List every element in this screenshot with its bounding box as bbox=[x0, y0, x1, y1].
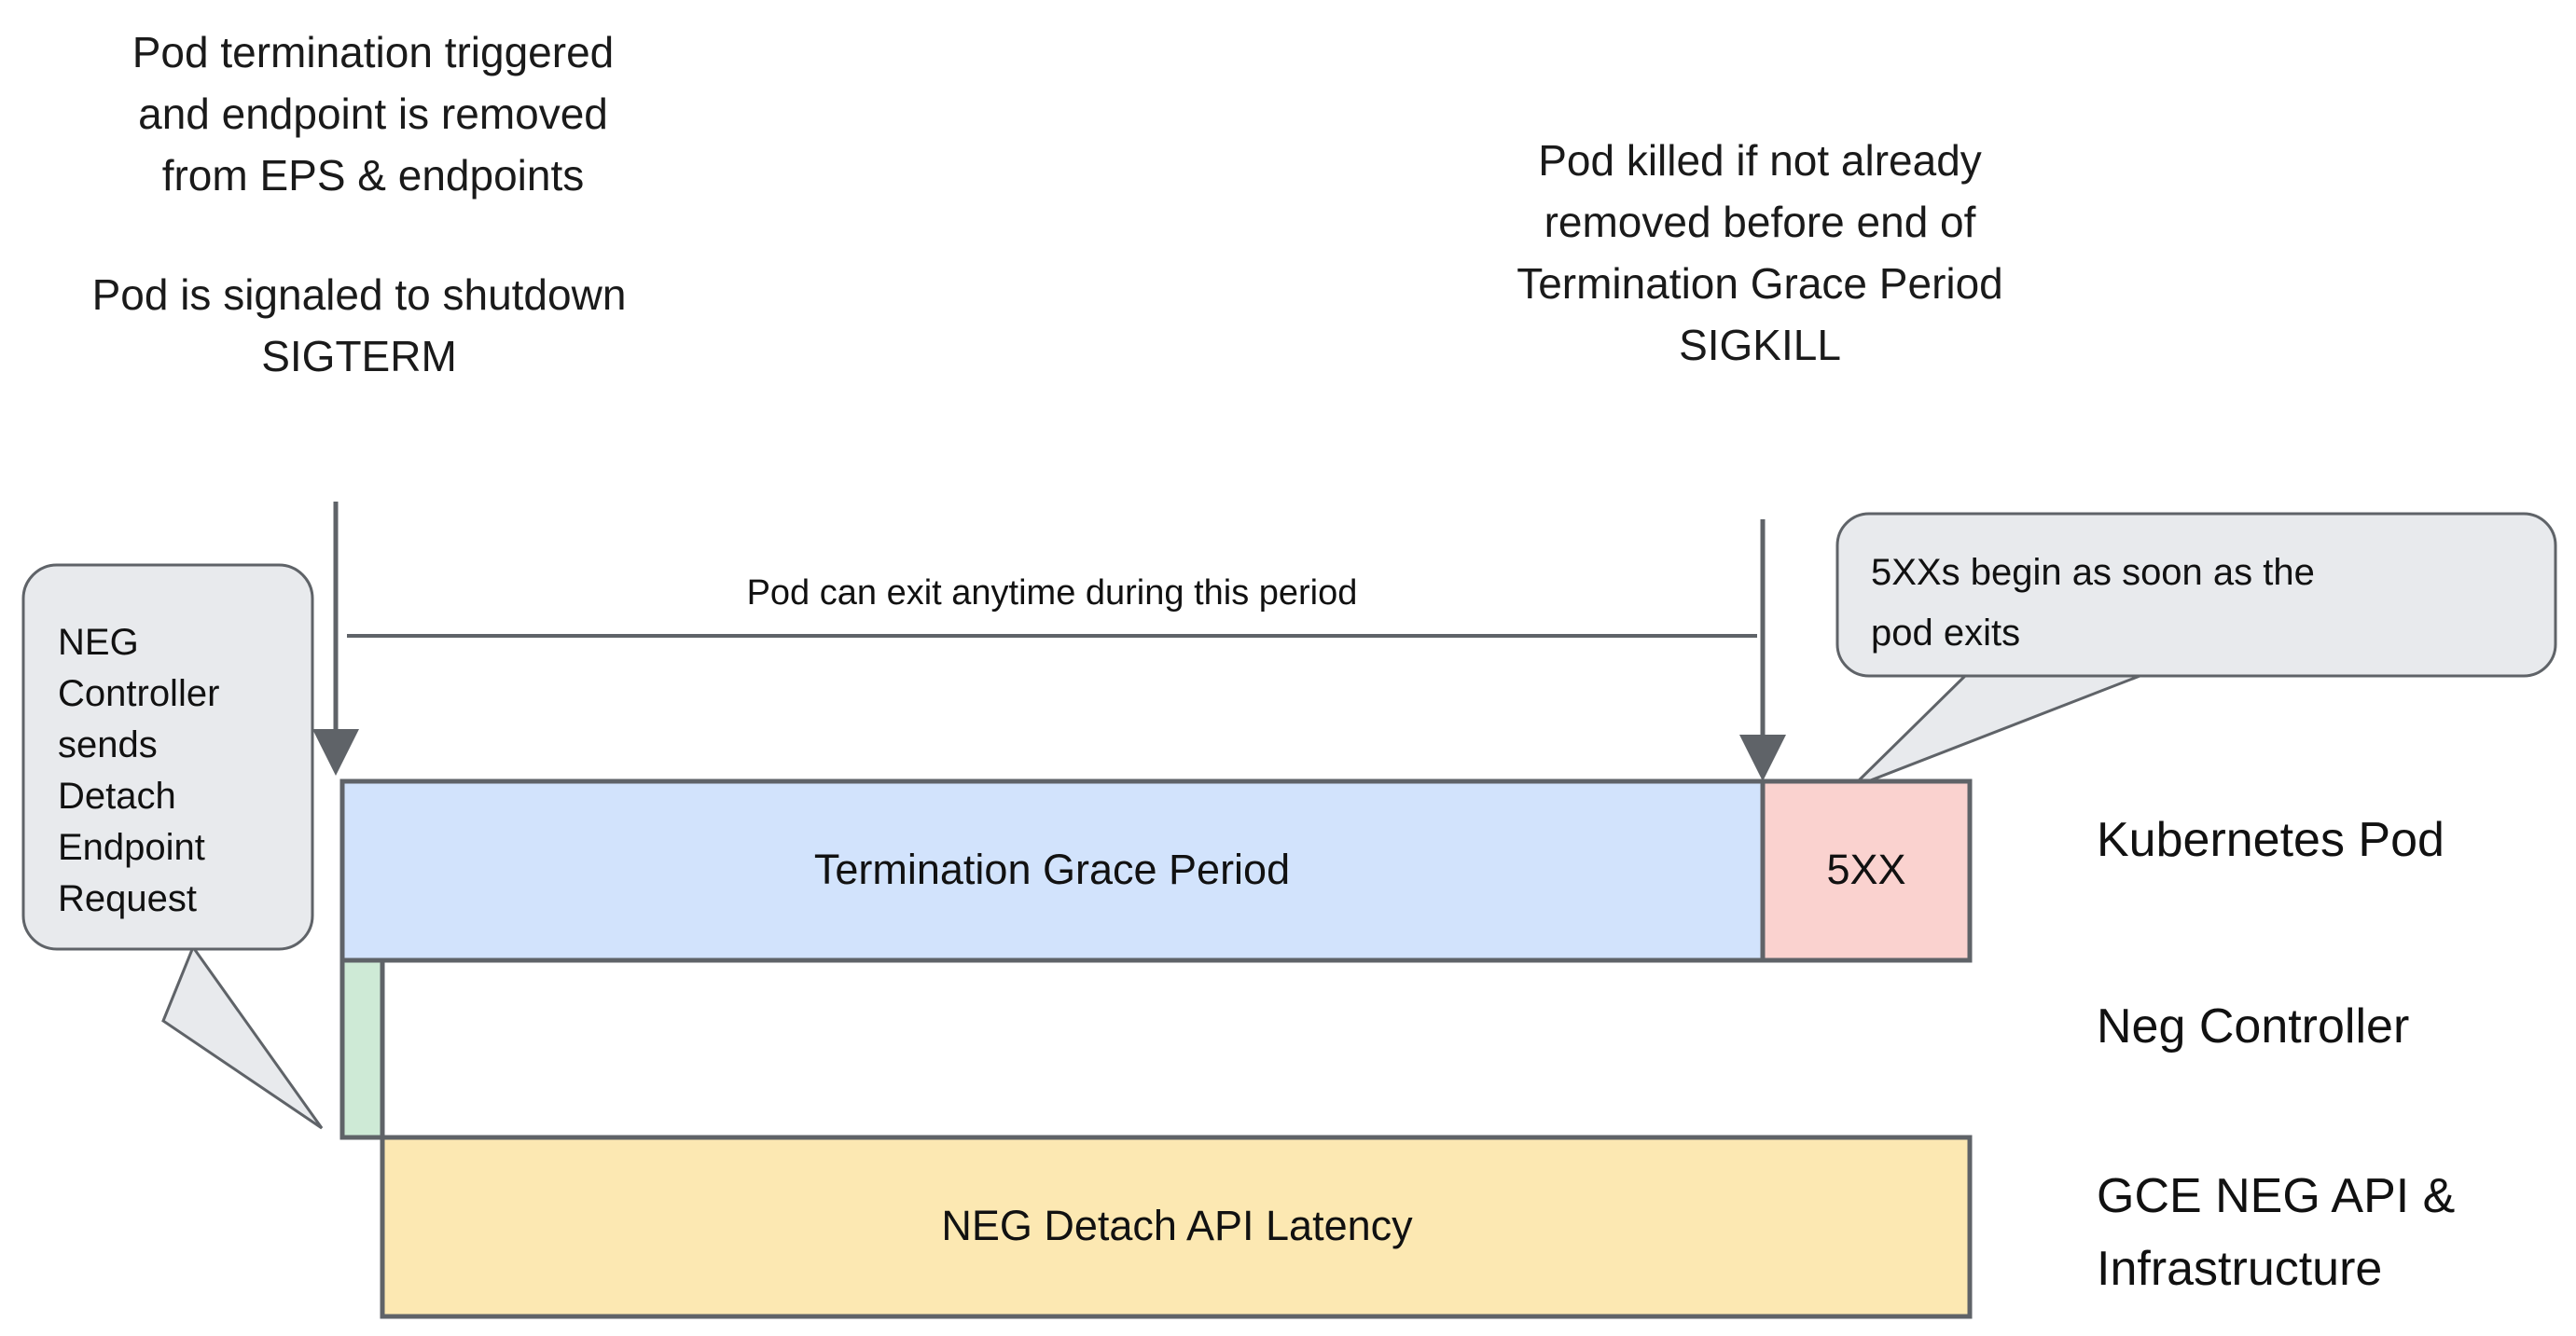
neg-controller-callout-line-5: Endpoint bbox=[58, 827, 205, 868]
neg-controller-callout-line-3: sends bbox=[58, 724, 158, 765]
lane-label-gce-neg-api-line-2: Infrastructure bbox=[2097, 1242, 2382, 1296]
left-header-line-5: SIGTERM bbox=[261, 332, 457, 380]
pod-exit-span-note: Pod can exit anytime during this period bbox=[347, 573, 1757, 638]
left-header-block-two: Pod is signaled to shutdown SIGTERM bbox=[92, 270, 627, 380]
neg-detach-request-bar[interactable] bbox=[339, 957, 385, 1140]
five-xx-bar[interactable] bbox=[1760, 778, 1973, 963]
neg-controller-callout-line-4: Detach bbox=[58, 776, 176, 817]
right-header-line-1: Pod killed if not already bbox=[1538, 136, 1982, 185]
left-arrow-head bbox=[312, 729, 359, 776]
neg-controller-callout[interactable]: NEG Controller sends Detach Endpoint Req… bbox=[21, 563, 324, 1130]
neg-controller-callout-tail bbox=[161, 943, 324, 1130]
left-header-block-one: Pod termination triggered and endpoint i… bbox=[132, 28, 615, 200]
five-xx-callout[interactable]: 5XXs begin as soon as the pod exits bbox=[1835, 512, 2557, 790]
five-xx-callout-body bbox=[1835, 512, 2557, 678]
five-xx-bar-label: 5XX bbox=[1826, 846, 1905, 893]
lane-label-neg-controller: Neg Controller bbox=[2097, 999, 2409, 1054]
right-header-block-one: Pod killed if not already removed before… bbox=[1517, 136, 2003, 369]
right-header-line-4: SIGKILL bbox=[1679, 321, 1841, 369]
lane-kubernetes-pod: Termination Grace Period 5XX Kubernetes … bbox=[339, 778, 2444, 963]
neg-controller-callout-line-1: NEG bbox=[58, 622, 139, 663]
neg-detach-api-latency-bar[interactable] bbox=[380, 1135, 1973, 1319]
right-header-line-3: Termination Grace Period bbox=[1517, 259, 2003, 308]
left-header-line-4: Pod is signaled to shutdown bbox=[92, 270, 627, 319]
right-timeline-arrow bbox=[1739, 519, 1786, 781]
neg-controller-callout-line-6: Request bbox=[58, 878, 197, 919]
five-xx-callout-line-2: pod exits bbox=[1871, 613, 2020, 654]
left-header-line-2: and endpoint is removed bbox=[138, 90, 608, 138]
neg-controller-callout-body bbox=[21, 563, 314, 951]
lane-label-gce-neg-api-line-1: GCE NEG API & bbox=[2097, 1169, 2455, 1223]
five-xx-callout-tail bbox=[1849, 671, 2148, 790]
span-note-label: Pod can exit anytime during this period bbox=[747, 573, 1358, 613]
right-header-line-2: removed before end of bbox=[1544, 198, 1976, 246]
neg-controller-callout-line-2: Controller bbox=[58, 673, 219, 714]
left-header-line-3: from EPS & endpoints bbox=[162, 151, 585, 200]
left-header-line-1: Pod termination triggered bbox=[132, 28, 615, 76]
lane-neg-controller: Neg Controller bbox=[339, 957, 2409, 1140]
left-timeline-arrow bbox=[312, 502, 359, 776]
termination-grace-period-label: Termination Grace Period bbox=[814, 846, 1290, 893]
right-arrow-head bbox=[1739, 735, 1786, 781]
lane-label-kubernetes-pod: Kubernetes Pod bbox=[2097, 813, 2444, 867]
five-xx-callout-line-1: 5XXs begin as soon as the bbox=[1871, 552, 2315, 593]
lane-gce-neg-api: NEG Detach API Latency GCE NEG API & Inf… bbox=[380, 1135, 2455, 1319]
neg-detach-api-latency-label: NEG Detach API Latency bbox=[941, 1202, 1413, 1249]
